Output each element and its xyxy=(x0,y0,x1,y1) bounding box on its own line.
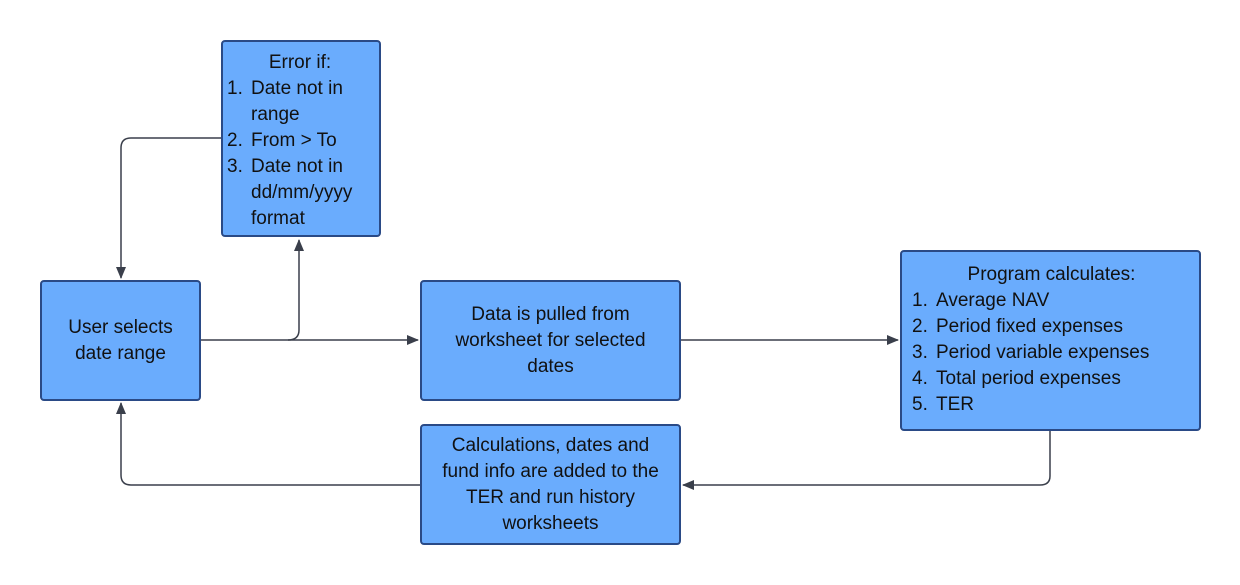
error-condition-text: Date not in dd/mm/yyyy format xyxy=(251,156,353,229)
error-condition-text: From > To xyxy=(251,130,337,151)
calculation-item: 1. Average NAV xyxy=(912,288,1191,314)
calculation-item: 5. TER xyxy=(912,392,1191,418)
list-number: 3. xyxy=(227,156,243,177)
calc-box-title: Program calculates: xyxy=(967,264,1136,285)
list-number: 3. xyxy=(912,342,928,363)
list-number: 1. xyxy=(912,290,928,311)
pull-box-text: Data is pulled from worksheet for select… xyxy=(455,303,646,377)
added-box-text: Calculations, dates and fund info are ad… xyxy=(442,434,659,534)
error-condition-item: 2. From > To xyxy=(227,128,373,154)
list-number: 1. xyxy=(227,78,243,99)
calculation-item: 3. Period variable expenses xyxy=(912,340,1191,366)
connector-calc-to-added xyxy=(682,431,1051,490)
calculation-text: Total period expenses xyxy=(936,368,1121,389)
calculation-text: Period fixed expenses xyxy=(936,316,1123,337)
program-calculates-box: Program calculates: 1. Average NAV 2. Pe… xyxy=(900,250,1201,431)
calculation-text: Period variable expenses xyxy=(936,342,1150,363)
user-selects-date-range-box: User selects date range xyxy=(40,280,201,401)
error-box-title: Error if: xyxy=(268,52,332,73)
list-number: 2. xyxy=(912,316,928,337)
connector-added-to-user xyxy=(116,402,420,486)
calculation-text: TER xyxy=(936,394,974,415)
calculation-text: Average NAV xyxy=(936,290,1050,311)
list-number: 4. xyxy=(912,368,928,389)
error-condition-item: 3. Date not in dd/mm/yyyy format xyxy=(227,154,373,232)
error-condition-item: 1. Date not in range xyxy=(227,76,373,128)
results-added-box: Calculations, dates and fund info are ad… xyxy=(420,424,681,545)
user-box-text: User selects date range xyxy=(68,316,173,364)
calculation-item: 4. Total period expenses xyxy=(912,366,1191,392)
calculations-list: 1. Average NAV 2. Period fixed expenses … xyxy=(912,288,1191,418)
calculation-item: 2. Period fixed expenses xyxy=(912,314,1191,340)
list-number: 2. xyxy=(227,130,243,151)
error-conditions-list: 1. Date not in range 2. From > To 3. Dat… xyxy=(227,76,373,232)
error-conditions-box: Error if: 1. Date not in range 2. From >… xyxy=(221,40,381,237)
connector-error-to-user xyxy=(116,137,221,279)
data-pulled-box: Data is pulled from worksheet for select… xyxy=(420,280,681,401)
error-condition-text: Date not in range xyxy=(251,78,343,125)
list-number: 5. xyxy=(912,394,928,415)
connector-user-to-error xyxy=(287,239,304,341)
